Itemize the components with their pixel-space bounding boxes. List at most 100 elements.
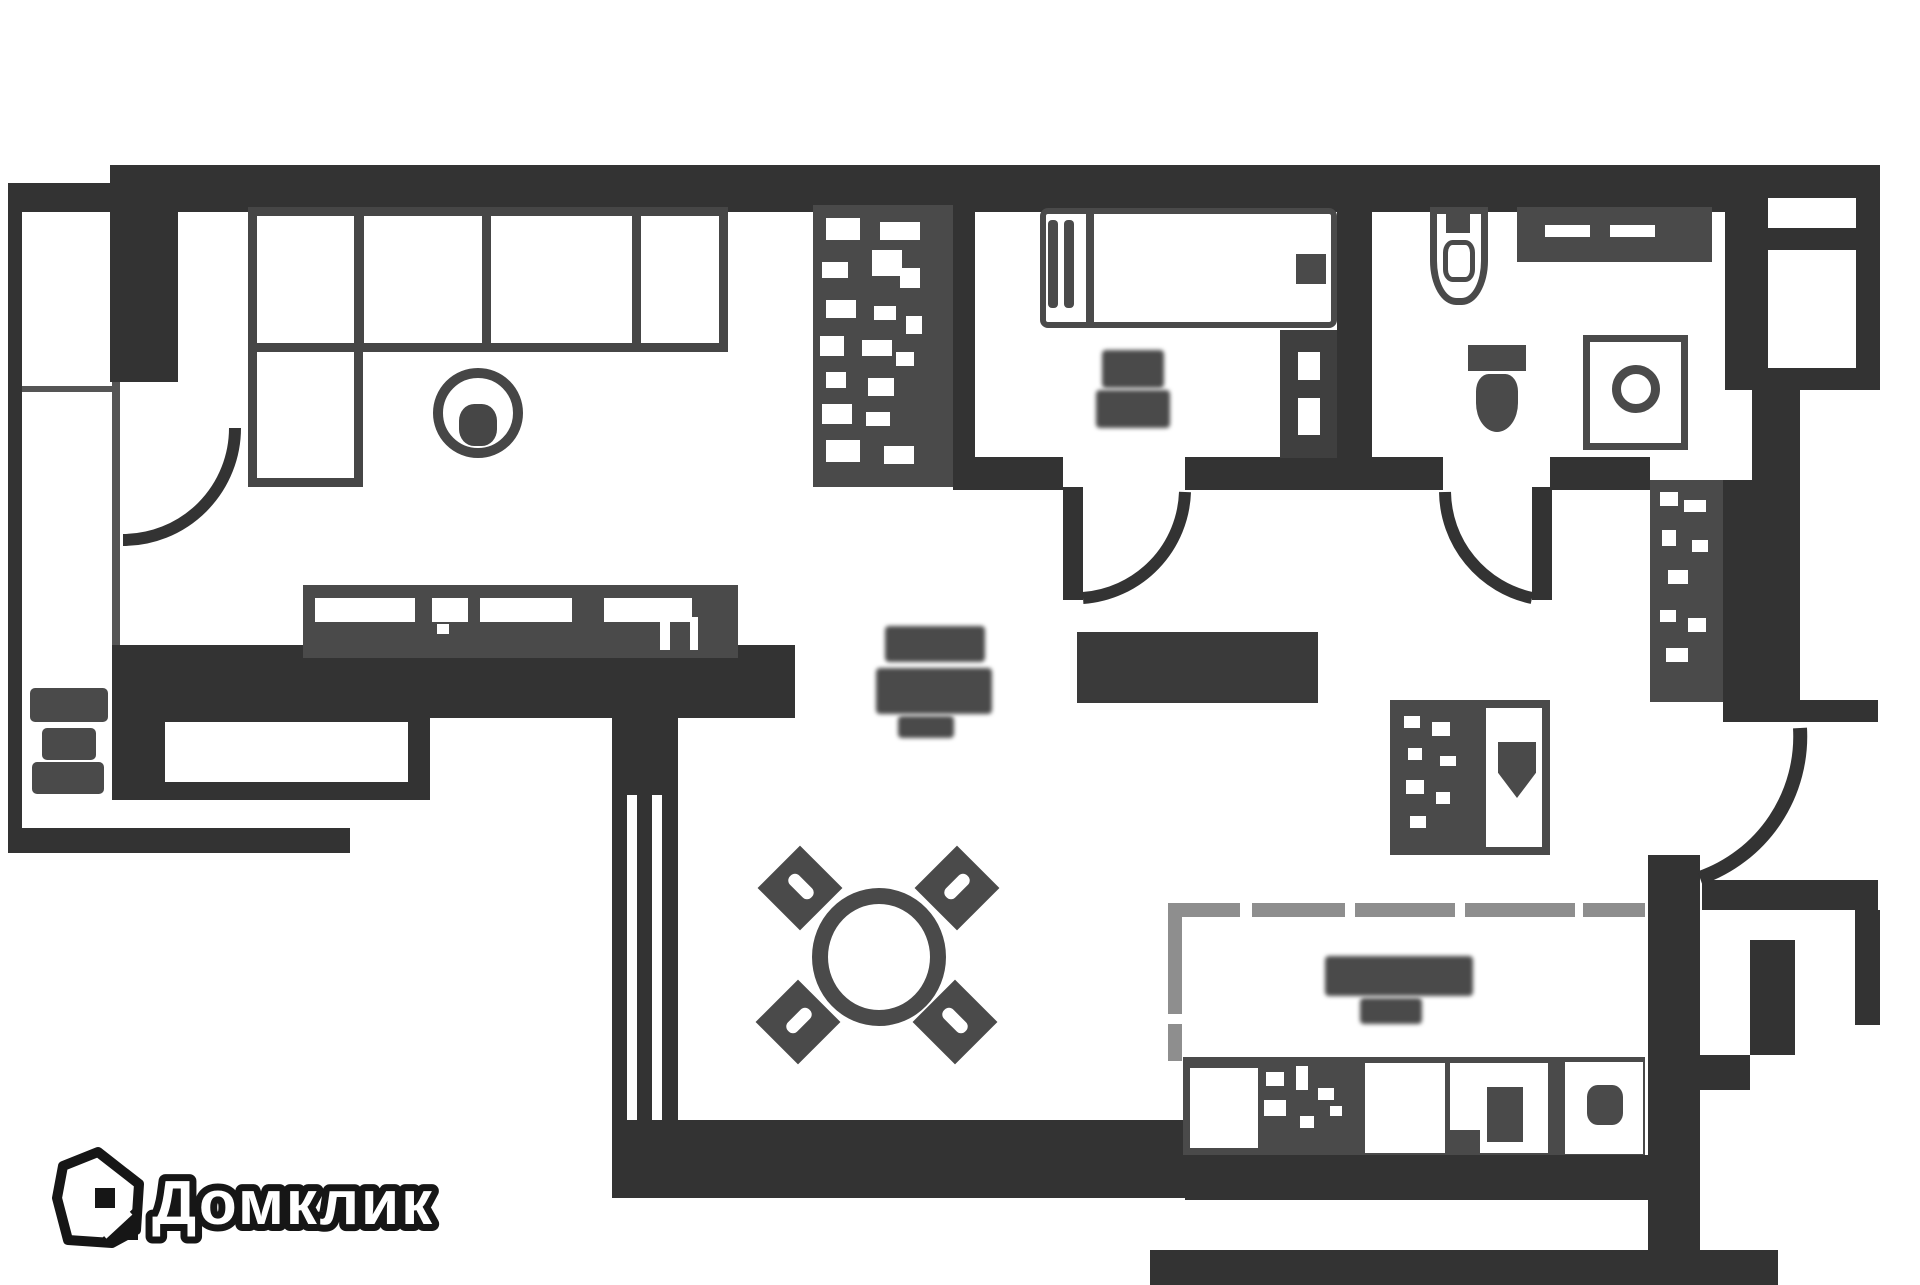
dining-table [812,888,946,1026]
wall-right-thin [1855,910,1880,1025]
duct-block [1650,480,1723,702]
duct-chip [1662,530,1676,546]
wall-topleft-block [110,165,178,382]
outline-gap [1240,903,1252,917]
wardrobe-chip [826,440,860,462]
wall-bedroom-bottom-right [1185,457,1337,490]
wall-right-upper [1752,390,1800,722]
bed-pillow [1048,220,1058,308]
vent-shaft-hole [1768,250,1856,368]
wall-bathroom-bottom-right [1550,457,1650,490]
balcony-stool [32,762,104,794]
wardrobe-chip [868,378,894,396]
kitchen-label [1360,998,1422,1024]
kitchen-zone-outline-left [1168,903,1182,1061]
logo-text: Домклик [152,1169,434,1238]
wardrobe-chip [822,262,848,278]
wardrobe-chip [826,300,856,318]
wardrobe-chip [880,222,920,240]
fridge-chip [1404,716,1420,728]
outline-gap [1345,903,1355,917]
wall-loggia-chunk [1700,1055,1750,1090]
wardrobe-chip [866,412,890,426]
wardrobe-chip [884,446,914,464]
wall-hall-bedroom [953,165,975,490]
duct-chip [1668,570,1688,584]
wardrobe-chip [906,316,922,334]
wall-bottom-outer [1150,1250,1778,1285]
wardrobe-chip [900,268,920,288]
outline-gap [1575,903,1583,917]
living-room-label [898,716,954,738]
sofa-divider [482,207,491,352]
duct-chip [1666,648,1688,662]
fridge-chip [1432,722,1450,736]
bathroom-door-arc [1439,491,1534,604]
wardrobe-chip [826,372,846,388]
duct-chip [1660,610,1676,622]
kitchen-cabinet [1190,1068,1258,1148]
logo-text-outline: Домклик [152,1169,434,1238]
wall-balcony-bottom [8,828,350,853]
living-room-label [885,626,985,662]
sideboard-knob [437,624,449,634]
fridge-chip [1408,748,1422,760]
duct-chip [1692,540,1708,552]
sofa-divider [632,207,641,352]
dresser-drawer [1298,398,1320,435]
wardrobe-chip [874,306,896,320]
kitchen-cabinet [1365,1063,1445,1153]
bedroom-label [1096,390,1170,428]
kitchen-sink-chip [1318,1088,1334,1100]
stove-mark [1450,1130,1480,1153]
shaft-stripe [627,795,637,1125]
fridge-chip [1440,756,1456,766]
stove-mark [1487,1087,1523,1142]
kitchen-sink-chip [1266,1072,1284,1086]
sofa-chaise-divider [248,343,488,352]
sideboard-slit [660,617,670,650]
balcony-door-arc [122,427,241,546]
balcony-stool [42,728,96,760]
sideboard-slot [432,598,468,622]
duct-chip [1684,500,1706,512]
wall-hall-right [1648,855,1700,1285]
living-window-line [112,382,120,648]
toilet-bowl [1476,374,1518,432]
wall-entry-stub-bottom [1702,880,1878,910]
wall-under-kitchen [1185,1155,1648,1200]
duct-chip [1660,492,1678,506]
balcony-window-line [22,386,112,392]
kitchen-sink-chip [1330,1106,1342,1116]
fridge-chip [1436,792,1450,804]
house-icon [52,1147,144,1248]
wall-bottom-left [612,1120,1185,1198]
sideboard-slot [604,598,692,622]
bathroom-door-leaf [1532,487,1552,600]
wall-entry-stub-top [1752,700,1878,722]
living-room-label [876,668,992,714]
sink2-bowl [1587,1085,1623,1125]
shelf-handle [1545,225,1590,237]
hall-cabinet [1077,632,1318,703]
fridge-divider [1478,700,1486,855]
shelf-handle [1610,225,1655,237]
shaft-stripe [652,795,662,1125]
wall-left-outer [8,183,22,853]
wardrobe-chip [862,340,892,356]
sink-faucet [1446,207,1470,233]
wall-top [110,165,1880,212]
wall-shaft-right [1723,480,1752,722]
round-chair-cushion [459,404,497,446]
wardrobe-chip [872,250,902,276]
bedroom-dresser [1280,330,1337,458]
sideboard-slot [480,598,572,622]
bedroom-label [1102,350,1164,388]
bed-pillow [1064,220,1074,308]
wardrobe-chip [896,352,914,366]
window-lower-left [165,722,408,782]
outline-gap [1455,903,1465,917]
wall-bathroom-bottom-left [1372,457,1443,490]
sideboard-slit [690,617,698,650]
